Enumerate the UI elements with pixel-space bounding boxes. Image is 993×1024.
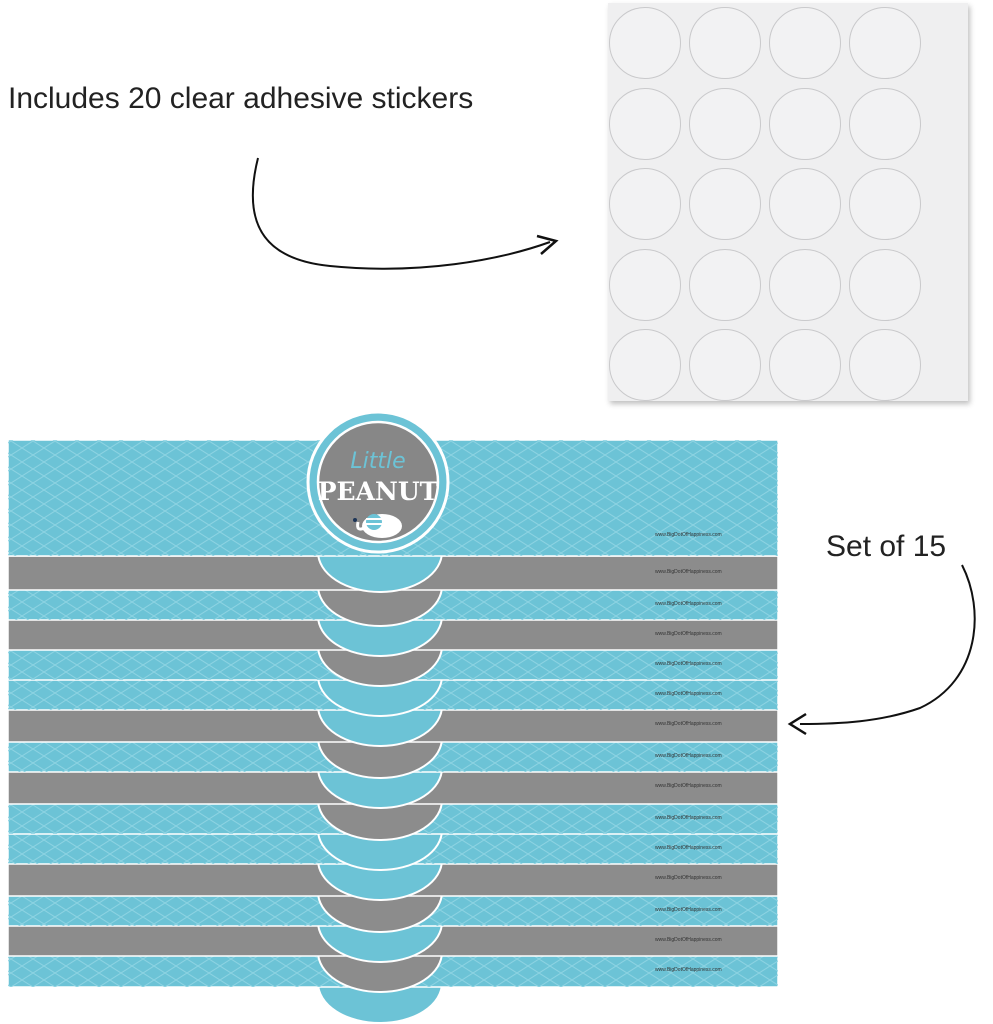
sticker-circle — [849, 329, 921, 401]
sticker-circle — [689, 168, 761, 240]
set-caption: Set of 15 — [826, 530, 947, 563]
wrapper-url: www.BigDotOfHappiness.com — [655, 691, 722, 697]
wrapper-url: www.BigDotOfHappiness.com — [655, 753, 722, 759]
sticker-circle — [769, 168, 841, 240]
wrapper-url: www.BigDotOfHappiness.com — [655, 631, 722, 637]
logo-little: Little — [350, 449, 405, 474]
wrapper-url: www.BigDotOfHappiness.com — [655, 907, 722, 913]
wrapper-url: www.BigDotOfHappiness.com — [655, 532, 722, 538]
sticker-circle — [689, 329, 761, 401]
sticker-circle — [849, 7, 921, 79]
arrow-to-stickers — [251, 157, 551, 270]
sticker-circle — [609, 329, 681, 401]
arrow-head-wrappers — [787, 712, 807, 736]
sticker-circle — [769, 7, 841, 79]
sticker-circle — [689, 87, 761, 160]
sticker-circle — [609, 168, 681, 240]
sticker-circle — [689, 248, 761, 321]
sticker-circle — [769, 87, 841, 160]
sticker-circle — [849, 168, 921, 240]
wrapper-url: www.BigDotOfHappiness.com — [655, 845, 722, 851]
sticker-circle — [609, 87, 681, 160]
sticker-circle — [689, 7, 761, 79]
wrapper-url: www.BigDotOfHappiness.com — [655, 721, 722, 727]
sticker-circle — [769, 248, 841, 321]
little-peanut-logo: Little PEANUT — [306, 410, 450, 554]
arrow-head-stickers — [536, 234, 559, 255]
sticker-circle — [849, 248, 921, 321]
wrapper-url: www.BigDotOfHappiness.com — [655, 967, 722, 973]
sticker-circle — [609, 7, 681, 79]
sticker-circle — [849, 87, 921, 160]
elephant-icon — [353, 514, 402, 538]
logo-peanut: PEANUT — [318, 477, 439, 506]
arrow-to-wrappers — [799, 564, 976, 725]
wrapper-url: www.BigDotOfHappiness.com — [655, 937, 722, 943]
sticker-sheet — [608, 3, 968, 401]
wrapper-url: www.BigDotOfHappiness.com — [655, 875, 722, 881]
wrapper-url: www.BigDotOfHappiness.com — [655, 783, 722, 789]
wrapper-url: www.BigDotOfHappiness.com — [655, 815, 722, 821]
wrapper-url: www.BigDotOfHappiness.com — [655, 661, 722, 667]
stickers-caption: Includes 20 clear adhesive stickers — [8, 82, 474, 115]
wrapper-url: www.BigDotOfHappiness.com — [655, 569, 722, 575]
sticker-circle — [609, 248, 681, 321]
wrapper-url: www.BigDotOfHappiness.com — [655, 601, 722, 607]
sticker-circle — [769, 329, 841, 401]
